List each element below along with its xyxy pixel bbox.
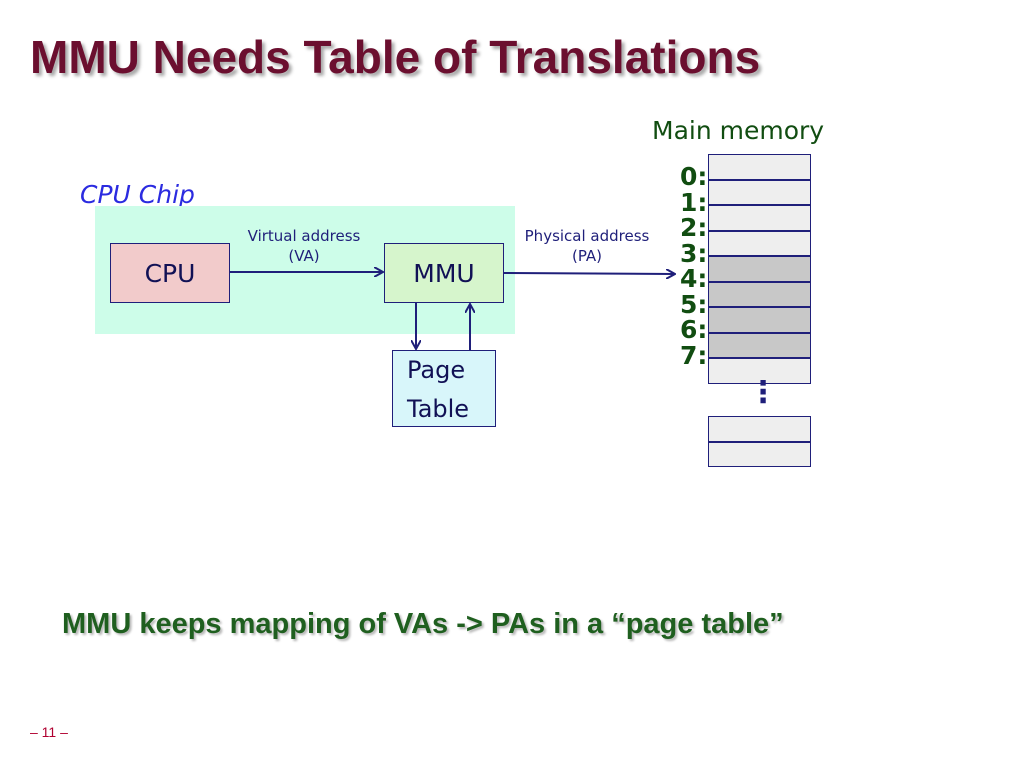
virtual-address-label: Virtual address (VA) bbox=[234, 226, 374, 266]
memory-address-1: 1: bbox=[680, 187, 708, 217]
memory-ellipsis: ⋮ bbox=[748, 375, 778, 410]
memory-address-7: 7: bbox=[680, 340, 708, 370]
memory-address-4: 4: bbox=[680, 264, 708, 293]
memory-address-2: 2: bbox=[680, 213, 708, 242]
va-line1: Virtual address bbox=[247, 227, 361, 245]
memory-address-5: 5: bbox=[680, 289, 708, 319]
page-table-box: Page Table bbox=[392, 350, 496, 427]
va-line2: (VA) bbox=[288, 247, 320, 265]
page-table-line2: Table bbox=[407, 395, 470, 423]
memory-cell bbox=[708, 154, 811, 180]
slide-title: MMU Needs Table of Translations bbox=[30, 31, 761, 83]
caption: MMU keeps mapping of VAs -> PAs in a “pa… bbox=[62, 608, 784, 640]
main-memory-label: Main memory bbox=[652, 116, 825, 145]
memory-cell-bottom bbox=[708, 416, 811, 442]
memory-cell bbox=[708, 332, 811, 358]
memory-cell bbox=[708, 205, 811, 231]
pa-line2: (PA) bbox=[571, 247, 603, 265]
memory-cell bbox=[708, 358, 811, 384]
memory-address-6: 6: bbox=[680, 315, 708, 344]
page-table-line1: Page bbox=[407, 356, 466, 384]
memory-cell-bottom bbox=[708, 441, 811, 467]
memory-address-0: 0: bbox=[680, 162, 708, 191]
memory-cell bbox=[708, 307, 811, 333]
memory-cell bbox=[708, 230, 811, 256]
page-number: – 11 – bbox=[30, 724, 68, 740]
mmu-label: MMU bbox=[413, 258, 475, 288]
memory-cell bbox=[708, 281, 811, 307]
physical-address-label: Physical address (PA) bbox=[512, 226, 662, 266]
cpu-box: CPU bbox=[110, 243, 230, 303]
cpu-label: CPU bbox=[144, 258, 196, 288]
cpu-chip-label: CPU Chip bbox=[80, 180, 195, 209]
memory-address-3: 3: bbox=[680, 238, 708, 268]
memory-cell bbox=[708, 179, 811, 205]
memory-cell bbox=[708, 256, 811, 282]
mmu-box: MMU bbox=[384, 243, 504, 303]
pa-arrow bbox=[503, 273, 674, 274]
pa-line1: Physical address bbox=[524, 227, 650, 245]
